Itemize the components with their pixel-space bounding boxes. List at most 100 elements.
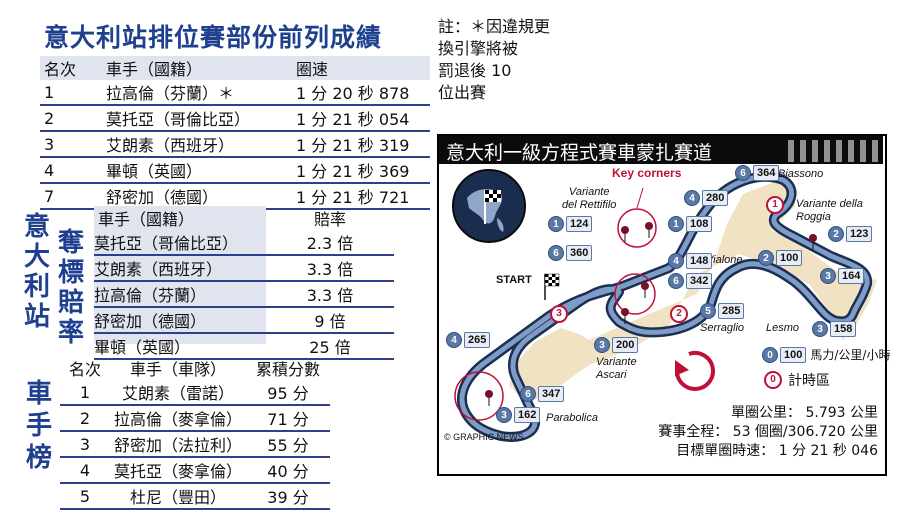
driver-cell: 艾朗素（西班牙） bbox=[94, 255, 266, 282]
driver-cell: 艾朗素（雷諾） bbox=[110, 380, 246, 406]
table-row: 4 莫托亞（麥拿倫） 40 分 bbox=[60, 457, 330, 484]
odds-cell: 25 倍 bbox=[266, 333, 394, 360]
table-row: 3 舒密加（法拉利） 55 分 bbox=[60, 431, 330, 458]
table-header: 名次 車手（國籍） 圈速 bbox=[40, 56, 430, 80]
vertical-char: 利 bbox=[23, 272, 50, 302]
timing-zone-marker: 0 bbox=[764, 371, 782, 389]
driver-cell: 畢頓（英國） bbox=[106, 157, 296, 184]
table-row: 拉高倫（芬蘭） 3.3 倍 bbox=[94, 281, 394, 308]
vertical-char: 奪 bbox=[57, 228, 84, 258]
points-cell: 55 分 bbox=[246, 431, 330, 458]
corner-pin-icon bbox=[621, 226, 629, 242]
legend-timing: 0 計時區 bbox=[764, 370, 830, 390]
speed-value: 148 bbox=[686, 253, 713, 269]
start-label: START bbox=[496, 274, 532, 286]
table-row: 1 拉高倫（芬蘭）＊ 1 分 20 秒 878 bbox=[40, 80, 430, 106]
column-header: 名次 bbox=[68, 360, 101, 379]
driver-cell: 莫托亞（哥倫比亞） bbox=[94, 230, 266, 256]
corner-label-biassono: Biassono bbox=[778, 168, 824, 180]
key-corners-label: Key corners bbox=[612, 166, 682, 180]
gear-icon: 6 bbox=[520, 386, 536, 402]
target-lap-time: 目標單圈時速： 1 分 21 秒 046 bbox=[676, 443, 878, 459]
position-cell: 2 bbox=[40, 105, 106, 132]
note-line: 罰退後 10 bbox=[438, 61, 512, 80]
odds-cell: 2.3 倍 bbox=[266, 230, 394, 256]
table-row: 艾朗素（西班牙） 3.3 倍 bbox=[94, 255, 394, 282]
table-row: 4 畢頓（英國） 1 分 21 秒 369 bbox=[40, 157, 430, 184]
points-cell: 71 分 bbox=[246, 405, 330, 432]
map-title: 意大利一級方程式賽車蒙扎賽道 bbox=[446, 142, 713, 164]
laptime-cell: 1 分 21 秒 721 bbox=[296, 183, 430, 210]
vertical-char: 車 bbox=[25, 379, 52, 409]
standings-table: 名次 車手（車隊） 累積分數 1 艾朗素（雷諾） 95 分 2 拉高倫（麥拿倫）… bbox=[60, 356, 330, 510]
position-cell: 3 bbox=[40, 131, 106, 158]
vertical-char: 率 bbox=[57, 318, 84, 348]
speed-value: 360 bbox=[566, 245, 593, 261]
corner-label-lesmo: Lesmo bbox=[766, 322, 800, 334]
key-corner-highlight bbox=[617, 208, 657, 248]
corner-label-rettifilo: Variante del Rettifilo bbox=[562, 186, 617, 211]
vertical-char: 大 bbox=[23, 242, 50, 272]
position-cell: 7 bbox=[40, 183, 106, 210]
column-header: 賠率 bbox=[313, 210, 346, 229]
driver-cell: 莫托亞（哥倫比亞） bbox=[106, 105, 296, 132]
standings-vertical-title: 車 手 榜 bbox=[24, 378, 54, 474]
speed-value: 162 bbox=[514, 407, 541, 423]
note-line: 換引擎將被 bbox=[438, 39, 519, 58]
column-header: 名次 bbox=[40, 56, 106, 80]
column-header: 車手（國籍） bbox=[98, 210, 195, 229]
odds-vertical-title-a: 意 大 利 站 bbox=[22, 212, 52, 332]
column-header: 圈速 bbox=[296, 56, 430, 80]
corner-label-ascari: Variante Ascari bbox=[596, 356, 637, 381]
position-cell: 3 bbox=[60, 431, 110, 458]
vertical-char: 站 bbox=[23, 302, 50, 332]
odds-vertical-title-b: 奪 標 賠 率 bbox=[56, 228, 86, 348]
vertical-char: 賠 bbox=[57, 288, 84, 318]
note-line: 註：＊因違規更 bbox=[438, 17, 551, 36]
driver-cell: 拉高倫（芬蘭）＊ bbox=[106, 80, 296, 106]
gear-icon: 5 bbox=[700, 303, 716, 319]
gear-icon: 4 bbox=[668, 253, 684, 269]
legend-timing-label: 計時區 bbox=[788, 373, 830, 389]
qualifying-note: 註：＊因違規更 換引擎將被 罰退後 10 位出賽 bbox=[438, 16, 550, 104]
table-row: 2 拉高倫（麥拿倫） 71 分 bbox=[60, 405, 330, 432]
laptime-cell: 1 分 20 秒 878 bbox=[296, 80, 430, 106]
vertical-char: 手 bbox=[25, 411, 52, 441]
checkered-strip bbox=[788, 140, 880, 162]
timing-zone-marker: 2 bbox=[670, 305, 688, 323]
speed-value: 123 bbox=[846, 226, 873, 242]
key-corner-highlight bbox=[614, 273, 656, 315]
table-row: 莫托亞（哥倫比亞） 2.3 倍 bbox=[94, 230, 394, 256]
corner-label-serraglio: Serraglio bbox=[700, 322, 745, 334]
gear-icon: 2 bbox=[828, 226, 844, 242]
gear-icon: 2 bbox=[758, 250, 774, 266]
gear-icon: 3 bbox=[812, 321, 828, 337]
table-row: 7 舒密加（德國） 1 分 21 秒 721 bbox=[40, 183, 430, 210]
page-title: 意大利站排位賽部份前列成績 bbox=[44, 23, 383, 52]
driver-cell: 莫托亞（麥拿倫） bbox=[110, 457, 246, 484]
position-cell: 4 bbox=[40, 157, 106, 184]
speed-value: 100 bbox=[780, 346, 807, 363]
points-cell: 95 分 bbox=[246, 380, 330, 406]
table-row: 畢頓（英國） 25 倍 bbox=[94, 333, 394, 360]
key-corner-highlight bbox=[454, 371, 504, 421]
gear-icon: 3 bbox=[496, 407, 512, 423]
points-cell: 39 分 bbox=[246, 483, 330, 510]
legend-speed-label: 馬力/公里/小時 bbox=[810, 348, 891, 362]
vertical-char: 意 bbox=[23, 212, 50, 242]
speed-value: 285 bbox=[718, 303, 745, 319]
globe-icon bbox=[452, 169, 526, 243]
gear-icon: 3 bbox=[820, 268, 836, 284]
start-flag-icon bbox=[544, 273, 560, 300]
